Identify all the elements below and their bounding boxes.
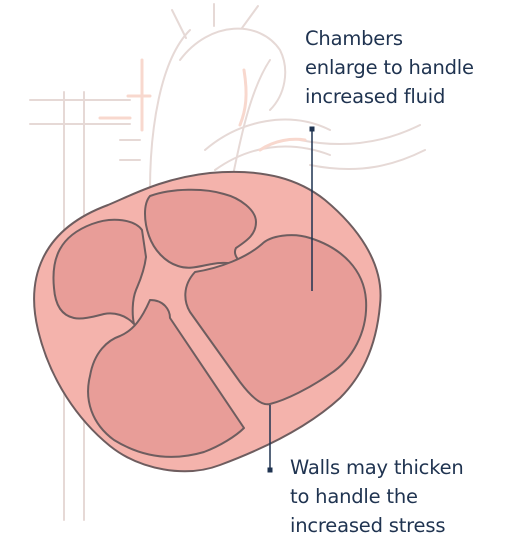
chambers-annotation-line-2: enlarge to handle bbox=[305, 53, 474, 82]
inner-vessel bbox=[120, 140, 140, 160]
aortic-arch bbox=[180, 29, 285, 110]
walls-annotation-line-2: to handle the bbox=[290, 482, 464, 511]
left-branches bbox=[30, 100, 130, 124]
chambers-annotation: Chambers enlarge to handle increased flu… bbox=[305, 24, 474, 111]
walls-annotation-line-1: Walls may thicken bbox=[290, 453, 464, 482]
walls-annotation: Walls may thicken to handle the increase… bbox=[290, 453, 464, 540]
chambers-annotation-line-1: Chambers bbox=[305, 24, 474, 53]
right-branch bbox=[300, 125, 425, 169]
heart-cross-section bbox=[34, 172, 380, 471]
chambers-annotation-line-3: increased fluid bbox=[305, 82, 474, 111]
walls-leader-marker bbox=[268, 468, 273, 473]
aorta bbox=[150, 30, 270, 190]
chambers-leader-marker bbox=[310, 127, 315, 132]
walls-annotation-line-3: increased stress bbox=[290, 511, 464, 540]
